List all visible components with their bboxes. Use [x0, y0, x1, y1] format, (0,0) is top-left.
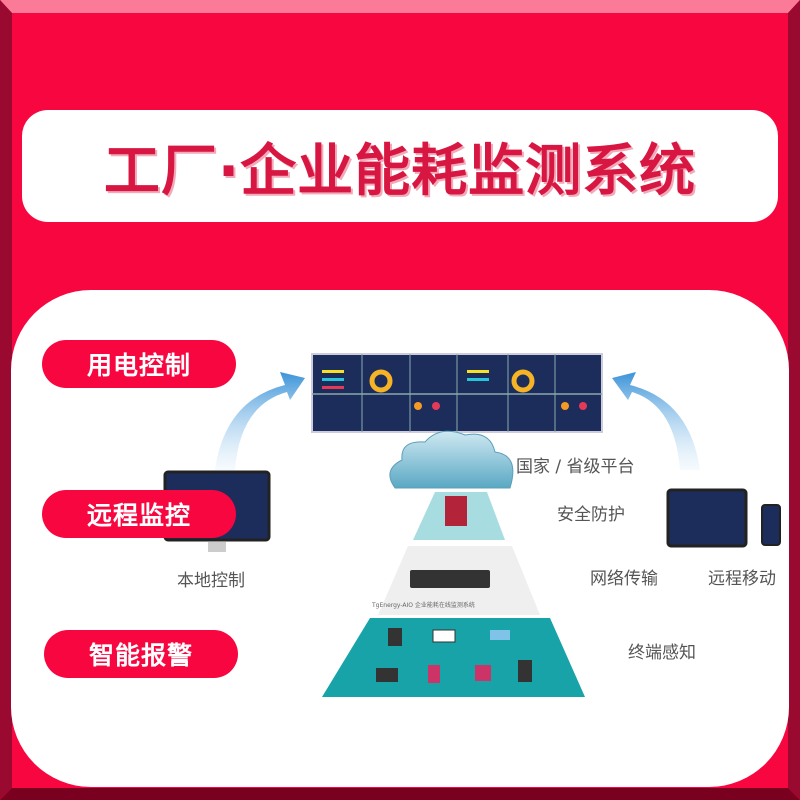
- feature-pill-remote-monitoring: 远程监控: [42, 490, 236, 538]
- phone-icon: [761, 504, 781, 546]
- frame-bevel-top: [0, 0, 800, 13]
- page-title: 工厂·企业能耗监测系统: [103, 138, 697, 204]
- layer-label-security: 安全防护: [557, 505, 625, 525]
- client-label-local: 本地控制: [177, 571, 245, 591]
- cloud-icon: [389, 430, 514, 489]
- device-caption: TgEnergy-AIO 企业能耗在线监测系统: [372, 602, 475, 609]
- gateway-device-icon: [410, 570, 490, 588]
- screen-wall: [311, 353, 603, 433]
- layer-label-network: 网络传输: [590, 569, 658, 589]
- firewall-icon: [445, 496, 467, 526]
- frame-bevel-bottom: [0, 788, 800, 800]
- client-label-mobile: 远程移动: [708, 569, 776, 589]
- frame-bevel-left: [0, 0, 12, 800]
- title-banner: 工厂·企业能耗监测系统: [22, 110, 778, 222]
- tablet-icon: [666, 488, 748, 548]
- feature-pill-smart-alarm: 智能报警: [44, 630, 238, 678]
- arrow-right-icon: [612, 372, 700, 470]
- frame-bevel-right: [788, 0, 800, 800]
- arrow-left-icon: [215, 372, 305, 470]
- layer-label-platform: 国家 / 省级平台: [516, 457, 635, 477]
- sensor-icons: [376, 628, 532, 683]
- feature-pill-power-control: 用电控制: [42, 340, 236, 388]
- layer-label-terminal: 终端感知: [628, 643, 696, 663]
